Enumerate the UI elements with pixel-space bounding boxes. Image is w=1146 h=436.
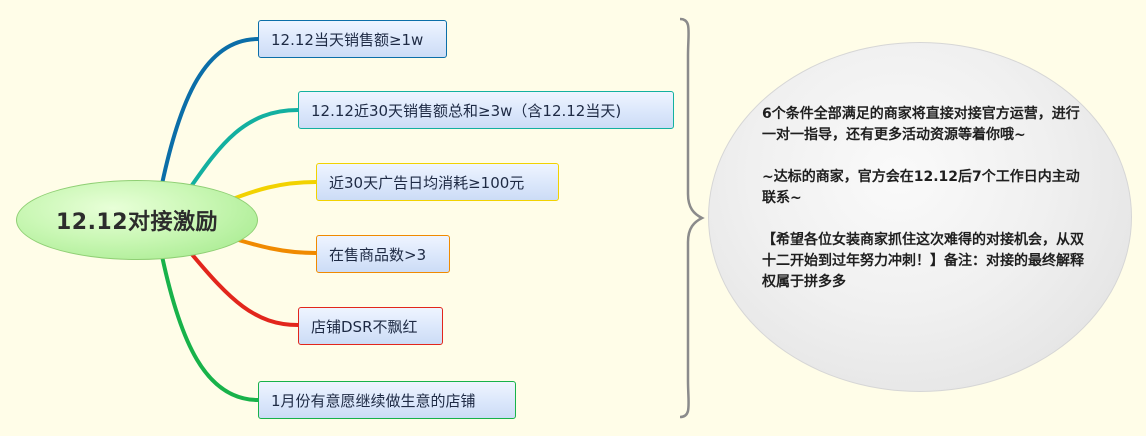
condition-node-3: 近30天广告日均消耗≥100元 — [316, 163, 559, 201]
condition-node-1: 12.12当天销售额≥1w — [258, 20, 447, 58]
condition-node-4: 在售商品数>3 — [316, 235, 450, 273]
connector-1 — [160, 37, 260, 186]
condition-node-5: 店铺DSR不飘红 — [298, 307, 443, 345]
connector-6 — [160, 254, 260, 402]
root-topic-label: 12.12对接激励 — [55, 210, 219, 235]
condition-node-4-label: 在售商品数>3 — [329, 245, 427, 264]
condition-node-6-label: 1月份有意愿继续做生意的店铺 — [271, 391, 476, 410]
condition-node-5-label: 店铺DSR不飘红 — [311, 317, 418, 336]
connector-5 — [188, 250, 300, 327]
summary-note-text: 6个条件全部满足的商家将直接对接官方运营，进行一对一指导，还有更多活动资源等着你… — [762, 106, 1084, 290]
condition-node-2: 12.12近30天销售额总和≥3w（含12.12当天) — [298, 91, 674, 129]
condition-node-6: 1月份有意愿继续做生意的店铺 — [258, 381, 516, 419]
condition-node-1-label: 12.12当天销售额≥1w — [271, 30, 424, 49]
summary-bracket — [679, 17, 705, 419]
condition-node-3-label: 近30天广告日均消耗≥100元 — [329, 173, 525, 192]
connector-2 — [188, 108, 300, 190]
condition-node-2-label: 12.12近30天销售额总和≥3w（含12.12当天) — [311, 101, 622, 120]
root-topic: 12.12对接激励 — [16, 180, 258, 260]
summary-note-ellipse — [708, 42, 1132, 392]
summary-bracket-path — [679, 17, 705, 419]
